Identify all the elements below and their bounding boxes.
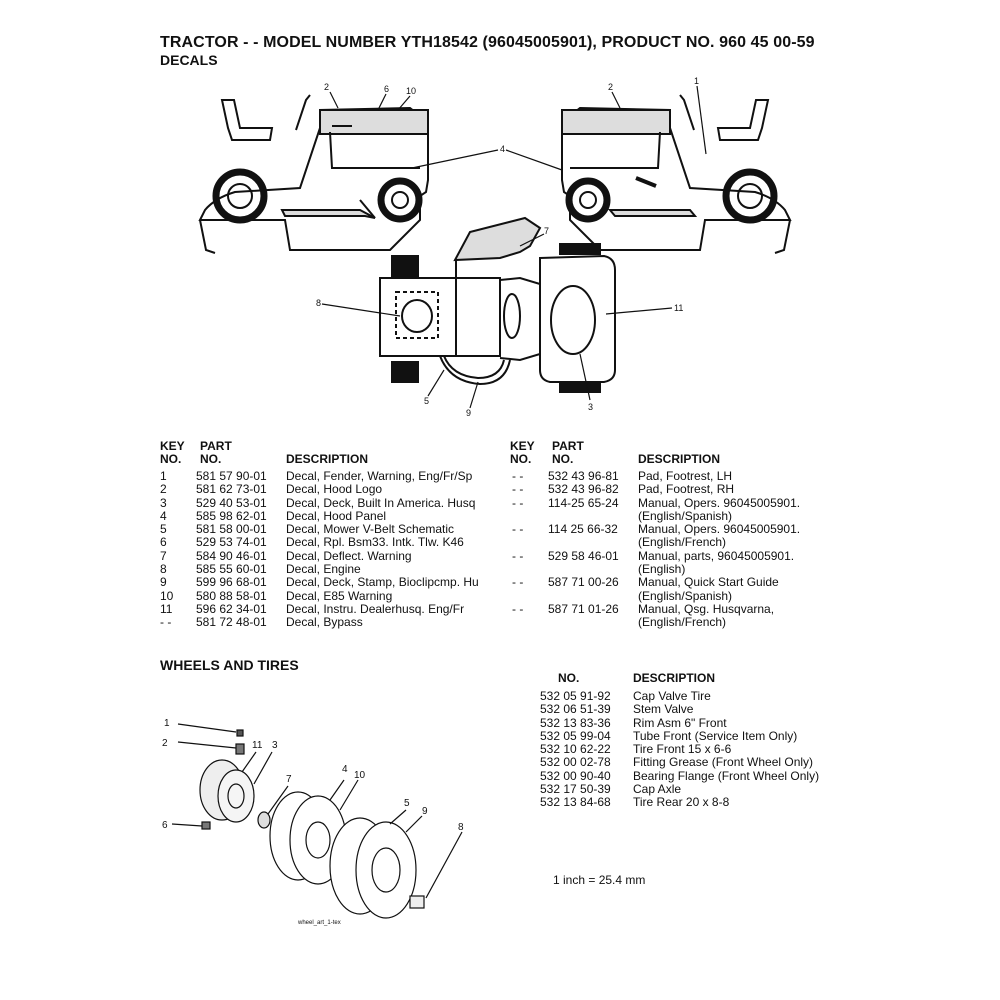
callout-7: 7 xyxy=(544,226,549,236)
table-row-cont: (English/French) xyxy=(638,535,727,550)
col-description: DESCRIPTION xyxy=(633,671,716,685)
callout-4: 4 xyxy=(500,144,505,154)
table-row-cont: (English/Spanish) xyxy=(638,588,733,603)
wheels-callout-labels: 1 2 11 3 7 4 10 5 9 8 6 wheel_art_1-tex xyxy=(162,718,464,926)
callout-2: 2 xyxy=(162,738,168,749)
table-row-cont: (English) xyxy=(638,562,686,577)
bearing-flange-icon xyxy=(257,811,271,829)
callout-2: 2 xyxy=(324,82,329,92)
callout-4: 4 xyxy=(342,764,348,775)
wheel-art-label: wheel_art_1-tex xyxy=(297,920,341,926)
callout-3: 3 xyxy=(272,740,278,751)
callout-6: 6 xyxy=(162,820,168,831)
callout-5: 5 xyxy=(404,798,410,809)
callout-7: 7 xyxy=(286,774,292,785)
col-key: KEY NO. xyxy=(160,439,185,466)
cap-axle-icon xyxy=(409,895,425,909)
tractor-right-side-view xyxy=(561,94,792,254)
col-part: PART NO. xyxy=(552,439,584,466)
callout-1: 1 xyxy=(694,76,699,86)
callout-1: 1 xyxy=(164,718,170,729)
section-title-wheels: WHEELS AND TIRES xyxy=(160,657,299,673)
stem-valve-icon xyxy=(235,743,245,755)
col-description: DESCRIPTION xyxy=(638,452,721,466)
col-part: PART NO. xyxy=(200,439,232,466)
col-key: KEY NO. xyxy=(510,439,535,466)
tractor-left-side-view xyxy=(198,94,429,254)
tractor-top-view xyxy=(379,216,616,393)
col-no: NO. xyxy=(558,671,580,685)
decals-callout-labels: 2 6 10 4 2 1 7 8 11 5 9 3 xyxy=(316,76,699,418)
callout-11: 11 xyxy=(252,740,263,751)
decals-diagram: 2 6 10 4 2 1 7 8 11 5 9 3 xyxy=(198,76,792,418)
callout-9: 9 xyxy=(422,806,428,817)
unit-conversion-note: 1 inch = 25.4 mm xyxy=(553,873,646,887)
callout-11: 11 xyxy=(674,303,683,313)
wheels-diagram: 1 2 11 3 7 4 10 5 9 8 6 wheel_art_1-tex xyxy=(162,718,464,926)
callout-8: 8 xyxy=(458,822,464,833)
col-description: DESCRIPTION xyxy=(286,452,369,466)
section-title-decals: DECALS xyxy=(160,52,218,68)
callout-10: 10 xyxy=(406,86,416,96)
callout-3: 3 xyxy=(588,402,593,412)
decals-table-right: KEY NO. PART NO. DESCRIPTION - -532 43 9… xyxy=(510,440,830,640)
callout-6: 6 xyxy=(384,84,389,94)
table-row-cont: (English/Spanish) xyxy=(638,508,733,523)
cap-valve-icon xyxy=(236,729,244,737)
callout-9: 9 xyxy=(466,408,471,418)
table-row-cont: (English/French) xyxy=(638,615,727,630)
page-title: TRACTOR - - MODEL NUMBER YTH18542 (96045… xyxy=(160,34,815,51)
callout-2b: 2 xyxy=(608,82,613,92)
callout-5: 5 xyxy=(424,396,429,406)
fitting-grease-icon xyxy=(201,821,211,830)
callout-8: 8 xyxy=(316,298,321,308)
callout-10: 10 xyxy=(354,770,366,781)
